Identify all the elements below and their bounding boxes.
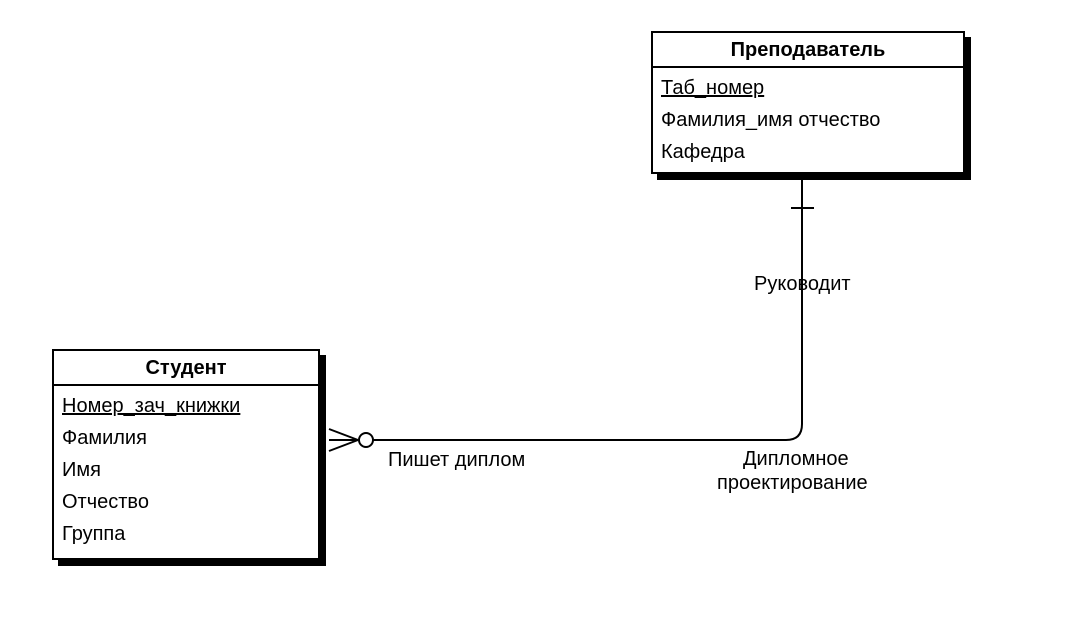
attribute-item: Группа bbox=[62, 523, 126, 545]
attribute-item: Фамилия_имя отчество bbox=[661, 109, 881, 131]
zero-cardinality-circle bbox=[358, 432, 374, 448]
attribute-item: Имя bbox=[62, 459, 101, 481]
connector-path bbox=[373, 176, 803, 441]
attribute-item: Отчество bbox=[62, 491, 149, 513]
entity-teacher[interactable]: Преподаватель Таб_номер Фамилия_имя отче… bbox=[651, 31, 965, 174]
entity-title: Преподаватель bbox=[653, 33, 963, 68]
relationship-name-line2: проектирование bbox=[717, 472, 868, 494]
attribute-item: Кафедра bbox=[661, 141, 745, 163]
attribute-item: Номер_зач_книжки bbox=[62, 395, 241, 417]
attribute-list: Таб_номер Фамилия_имя отчество Кафедра bbox=[653, 68, 963, 168]
entity-title: Студент bbox=[54, 351, 318, 386]
student-role-label: Пишет диплом bbox=[388, 449, 526, 471]
attribute-item: Таб_номер bbox=[661, 77, 765, 99]
relationship-name-line1: Дипломное bbox=[743, 448, 849, 470]
crows-foot-icon bbox=[328, 428, 359, 452]
attribute-list: Номер_зач_книжки Фамилия Имя Отчество Гр… bbox=[54, 386, 318, 550]
attribute-item: Фамилия bbox=[62, 427, 147, 449]
entity-student[interactable]: Студент Номер_зач_книжки Фамилия Имя Отч… bbox=[52, 349, 320, 560]
teacher-role-label: Руководит bbox=[754, 273, 851, 295]
